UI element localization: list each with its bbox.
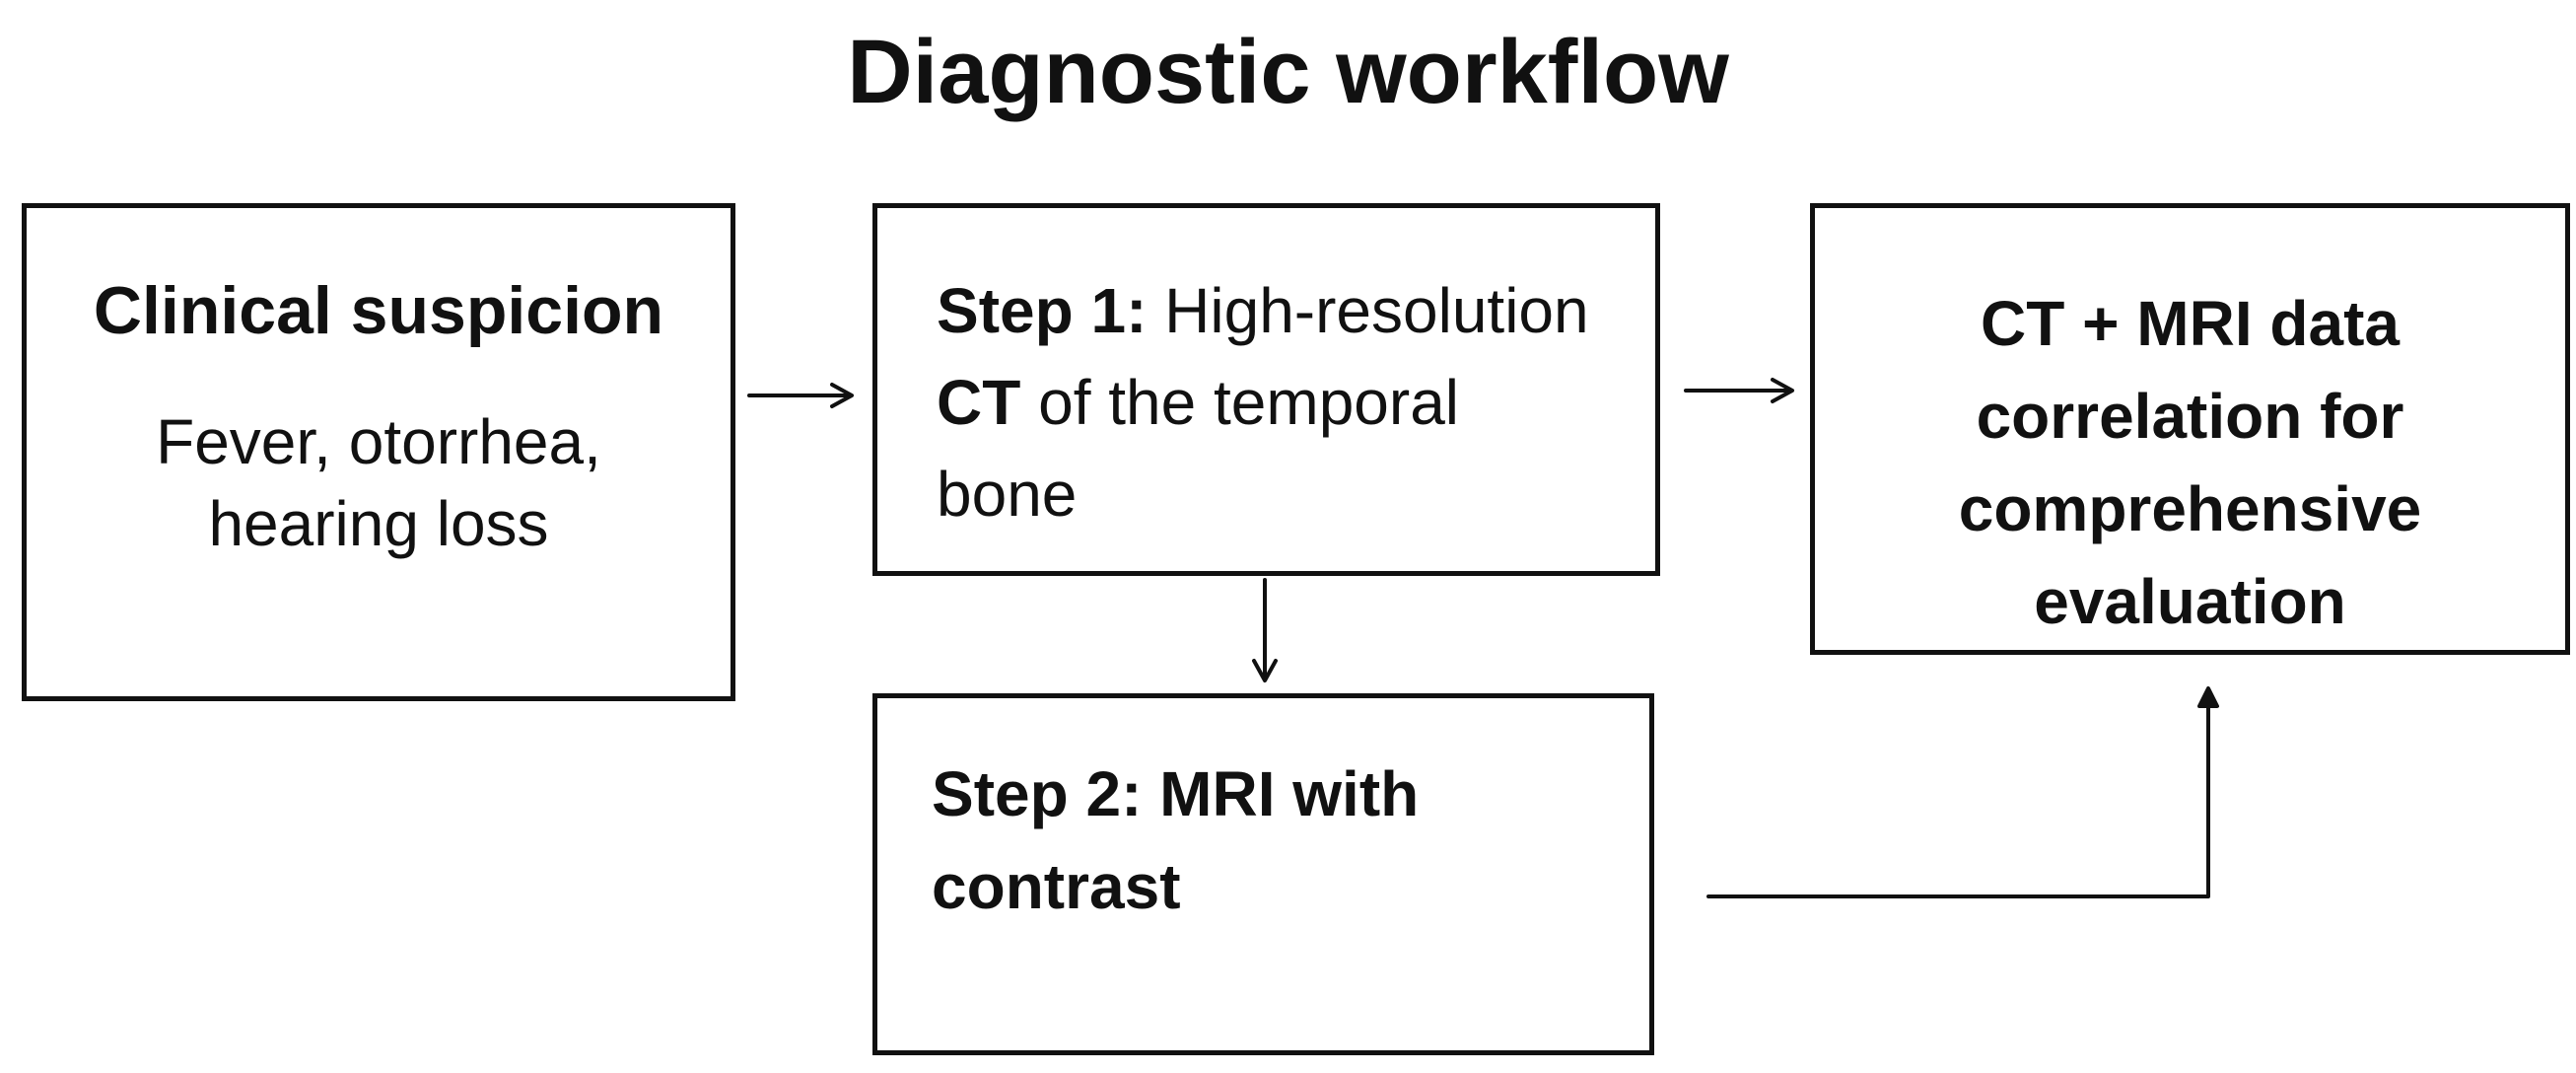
step1-ct-bold: CT [937,367,1021,438]
clinical-detail-line1: Fever, otorrhea, [156,406,601,477]
step1-label: Step 1: [937,275,1148,346]
clinical-detail-line2: hearing loss [208,488,549,559]
node-clinical-suspicion: Clinical suspicion Fever, otorrhea, hear… [22,203,735,701]
arrow-clinical-to-step1 [747,383,854,408]
clinical-heading: Clinical suspicion [93,273,664,348]
node-step2-mri: Step 2: MRI with contrast [872,693,1654,1055]
step1-text: Step 1: High-resolution CT of the tempor… [937,265,1589,540]
correlation-text: CT + MRI data correlation for comprehens… [1815,277,2565,648]
step1-line2: of the temporal [1020,367,1459,438]
step2-text: Step 2: MRI with contrast [932,748,1419,933]
correlation-line4: evaluation [2034,566,2346,637]
node-step1-ct: Step 1: High-resolution CT of the tempor… [872,203,1660,576]
node-ct-mri-correlation: CT + MRI data correlation for comprehens… [1810,203,2570,655]
step2-line2: contrast [932,851,1181,922]
correlation-line1: CT + MRI data [1981,288,2400,359]
arrow-step1-to-correlation [1684,378,1794,403]
arrow-step1-to-step2 [1252,578,1278,682]
step1-line1: High-resolution [1147,275,1589,346]
step1-line3: bone [937,459,1078,530]
diagram-title: Diagnostic workflow [847,22,1729,122]
correlation-line3: comprehensive [1958,473,2422,544]
correlation-line2: correlation for [1976,381,2404,452]
arrow-step2-to-correlation [1706,686,2219,898]
clinical-detail: Fever, otorrhea, hearing loss [27,401,731,565]
step2-line1: Step 2: MRI with [932,758,1420,829]
